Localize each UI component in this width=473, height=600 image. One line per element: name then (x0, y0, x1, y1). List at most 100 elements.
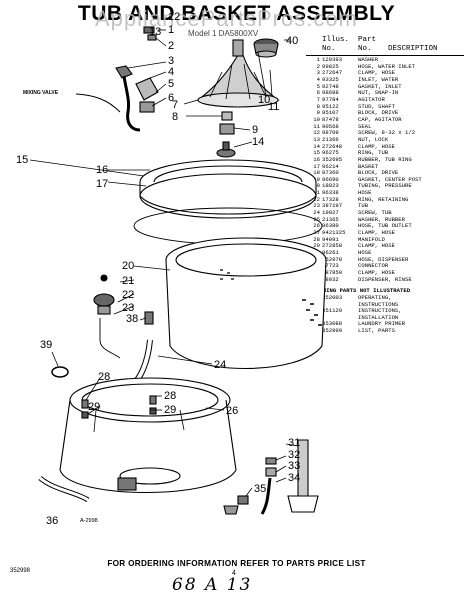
callout-6: 6 (168, 92, 174, 104)
parts-cell-part: 272648 (322, 142, 343, 150)
parts-cell-illus: 2 (316, 62, 320, 70)
callout-9: 9 (252, 124, 258, 136)
parts-cell-illus: 16 (313, 155, 320, 163)
parts-cell-desc: BLOCK, DRIVE (358, 169, 399, 177)
callout-24: 24 (214, 359, 226, 371)
callout-38: 38 (126, 313, 138, 325)
not-illustrated-cell-desc: LAUNDRY PRIMER (358, 320, 405, 328)
callout-13: 13 (149, 26, 161, 38)
handwritten-note: 68 A 13 (172, 575, 253, 595)
parts-cell-desc: STUD, SHAFT (358, 102, 395, 110)
not-illustrated-row: INSTRUCTIONS (306, 301, 472, 309)
center-post-drawing (93, 274, 154, 359)
parts-cell-desc: SCREW, TUB (358, 209, 392, 217)
parts-cell-part: 97360 (322, 169, 339, 177)
callout-22: 22 (122, 289, 134, 301)
parts-cell-desc: DISPENSER, RINSE (358, 275, 412, 283)
parts-cell-illus: 14 (313, 142, 320, 150)
callout-8: 8 (172, 111, 178, 123)
parts-cell-desc: HOSE, WATER INLET (358, 62, 416, 70)
parts-cell-part: 95107 (322, 109, 339, 117)
parts-cell-illus: 7 (316, 95, 320, 103)
figure-code: A-2998 (80, 518, 98, 524)
parts-cell-part: 96338 (322, 189, 339, 197)
parts-cell-illus: 23 (313, 202, 320, 210)
parts-cell-part: 96261 (322, 249, 339, 257)
parts-cell-illus: 13 (313, 135, 320, 143)
parts-cell-illus: 10 (313, 115, 320, 123)
bolts-drawing (143, 26, 157, 41)
not-illustrated-cell-desc: INSTALLATION (358, 313, 399, 321)
header-description: DESCRIPTION (388, 45, 438, 53)
parts-cell-desc: CLAMP, HOSE (358, 69, 395, 77)
not-illustrated-row: INSTALLATION (306, 313, 472, 322)
parts-cell-illus: 5 (316, 82, 320, 90)
callout-40: 40 (286, 35, 298, 47)
parts-cell-desc: CONNECTOR (358, 262, 389, 270)
parts-cell-desc: RUBBER, TUB RING (358, 155, 412, 163)
callout-17: 17 (96, 178, 108, 190)
callout-29: 29 (164, 404, 176, 416)
parts-cell-part: 21366 (322, 135, 339, 143)
parts-cell-illus: 25 (313, 215, 320, 223)
callout-15: 15 (16, 154, 28, 166)
parts-cell-desc: RING, TUB (358, 149, 389, 157)
callout-2: 2 (168, 40, 174, 52)
watermark: AppliancePartsPros.com (95, 6, 358, 31)
drive-parts-drawing (216, 111, 236, 158)
not-illustrated-title: FOLLOWING PARTS NOT ILLUSTRATED (306, 287, 411, 295)
header-divider (306, 55, 464, 56)
form-number: 352998 (10, 568, 31, 574)
parts-cell-illus: 12 (313, 129, 320, 137)
parts-table-header: Illus. Part No. No. DESCRIPTION (306, 36, 472, 54)
parts-cell-illus: 28 (313, 235, 320, 243)
not-illustrated-cell-desc: LIST, PARTS (358, 326, 395, 334)
parts-cell-part: 272858 (322, 242, 343, 250)
parts-cell-illus: 17 (313, 162, 320, 170)
parts-cell-part: 96275 (322, 149, 339, 157)
parts-cell-desc: AGITATOR (358, 95, 385, 103)
parts-cell-part: 96690 (322, 175, 339, 183)
callout-16: 16 (96, 164, 108, 176)
callout-12: 12 (168, 11, 180, 23)
parts-cell-illus: 18 (313, 169, 320, 177)
callout-20: 20 (122, 260, 134, 272)
parts-cell-part: 387197 (322, 202, 343, 210)
page-title: TUB AND BASKET ASSEMBLY (77, 2, 396, 25)
callout-28: 28 (164, 390, 176, 402)
page-number: 4 (232, 570, 236, 577)
not-illustrated-cell-part: 352003 (322, 294, 343, 302)
parts-cell-desc: HOSE (358, 189, 372, 197)
callout-32: 32 (288, 449, 300, 461)
parts-cell-illus: 8 (316, 102, 320, 110)
parts-cell-desc: HOSE (358, 249, 372, 257)
parts-cell-illus: 22 (313, 195, 320, 203)
parts-cell-desc: HOSE, DISPENSER (358, 255, 409, 263)
parts-cell-part: 352978 (322, 255, 343, 263)
callout-11: 11 (268, 101, 279, 113)
parts-cell-part: 94091 (322, 235, 339, 243)
callout-7: 7 (172, 99, 178, 111)
water-inlet-drawing (75, 65, 159, 132)
header-no-2: No. (358, 45, 372, 53)
parts-cell-part: 18823 (322, 182, 339, 190)
parts-cell-part: 95122 (322, 102, 339, 110)
